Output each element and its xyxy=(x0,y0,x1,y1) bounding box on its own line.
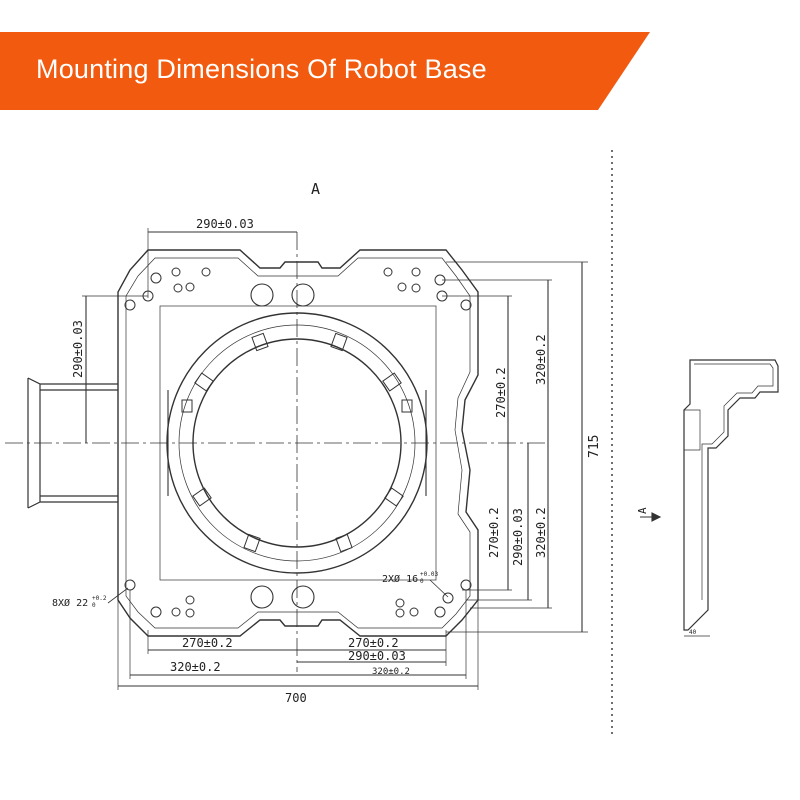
dim-top-290: 290±0.03 xyxy=(196,217,254,231)
dim-left-290: 290±0.03 xyxy=(71,320,85,378)
callout-2x-tol2: 0 xyxy=(420,578,424,585)
inner-square xyxy=(159,305,437,581)
left-flange xyxy=(27,377,118,509)
dim-bottom-270-left: 270±0.2 xyxy=(182,636,233,650)
top-hole-right xyxy=(291,283,315,307)
dim-bottom-290: 290±0.03 xyxy=(348,649,406,663)
plate-inner-outline xyxy=(125,257,471,629)
dim-side-40: 40 xyxy=(689,629,697,636)
top-hole-left xyxy=(250,283,274,307)
dim-bottom-320-right: 320±0.2 xyxy=(372,667,410,677)
dim-width-700: 700 xyxy=(285,691,307,705)
page-title: Mounting Dimensions Of Robot Base xyxy=(36,54,487,84)
dim-right-270-top: 270±0.2 xyxy=(494,367,508,418)
dim-right-320-bot: 320±0.2 xyxy=(534,507,548,558)
dim-bottom-320-left: 320±0.2 xyxy=(170,660,221,674)
ring-inner xyxy=(192,338,402,548)
ring-outer xyxy=(166,312,428,574)
dim-right-290-bot: 290±0.03 xyxy=(511,508,525,566)
title-banner xyxy=(0,32,650,110)
bolt-holes xyxy=(124,267,472,618)
bottom-hole-left xyxy=(250,585,274,609)
ring-slots xyxy=(181,332,413,553)
callout-2x-tol: +0.03 xyxy=(420,571,438,578)
side-view-profile xyxy=(683,359,779,631)
dim-right-320-top: 320±0.2 xyxy=(534,334,548,385)
ring-mid xyxy=(178,324,416,562)
dim-right-270-bot: 270±0.2 xyxy=(487,507,501,558)
callout-8x-holes: 8XØ 22 xyxy=(52,597,88,609)
callout-8x-tol: +0.2 xyxy=(92,595,107,602)
callout-2x-holes: 2XØ 16 xyxy=(382,573,418,585)
view-label: A xyxy=(311,180,320,198)
dim-height-715: 715 xyxy=(587,435,602,458)
plate-outline xyxy=(117,249,479,637)
side-view-label: A xyxy=(636,507,649,514)
callout-8x-tol2: 0 xyxy=(92,602,96,609)
bottom-hole-right xyxy=(291,585,315,609)
dim-bottom-270-right: 270±0.2 xyxy=(348,636,399,650)
